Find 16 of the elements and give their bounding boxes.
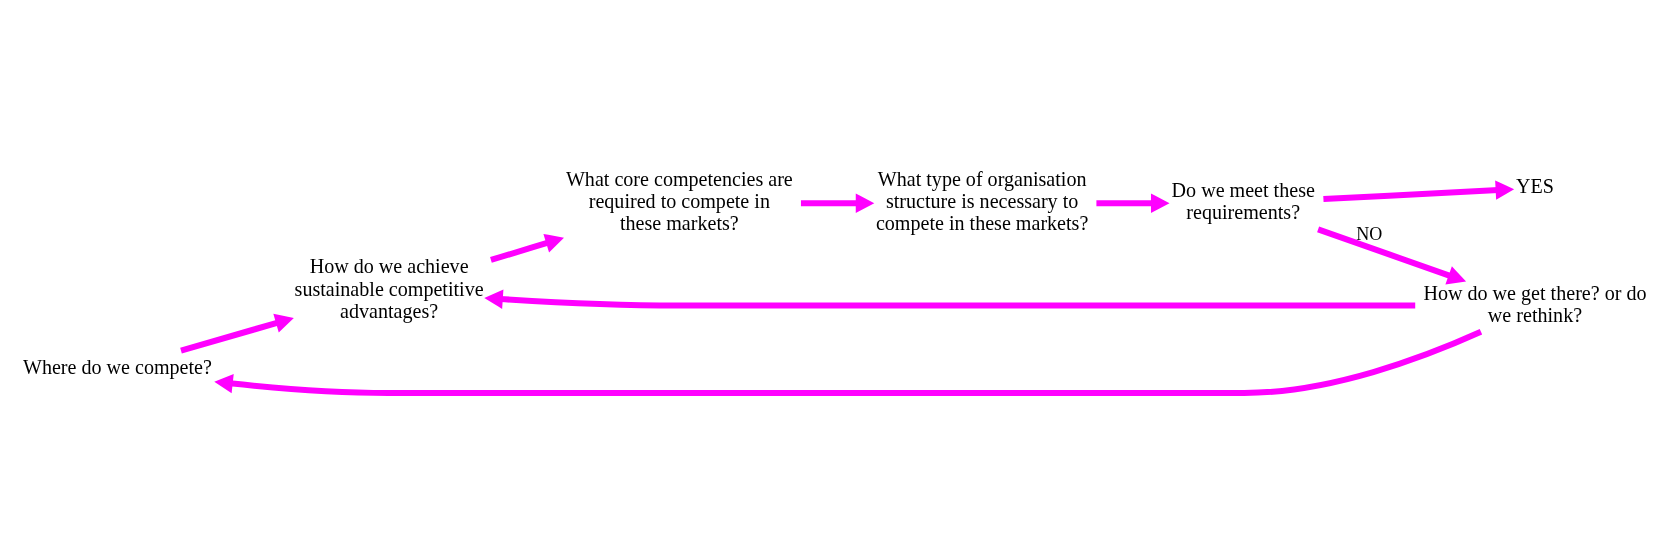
arrow (484, 289, 1416, 309)
arrow (1317, 226, 1467, 285)
arrow (214, 329, 1483, 396)
arrow (1323, 180, 1515, 203)
arrow (490, 233, 564, 263)
arrow (1096, 193, 1170, 213)
node-text: What core competencies are required to compete in these markets? (565, 168, 793, 235)
arrow (180, 313, 294, 354)
node-text: YES (1516, 175, 1554, 198)
node-text: What type of organisation structure is necessary to compete in these markets? (875, 168, 1089, 235)
edge-label: NO (1356, 223, 1383, 244)
node-text: Do we meet these requirements? (1171, 179, 1315, 224)
node-text: How do we get there? or do we rethink? (1423, 281, 1647, 326)
node-text: Where do we compete? (22, 355, 212, 378)
arrow (800, 193, 875, 213)
node-text: How do we achieve sustainable competitive advantages? (294, 255, 484, 322)
